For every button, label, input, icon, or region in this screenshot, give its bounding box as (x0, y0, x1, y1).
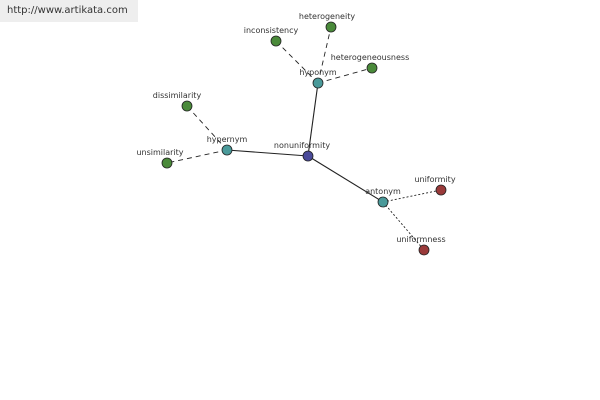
label-uniformness[interactable]: uniformness (396, 235, 445, 244)
node-heterogeneousness[interactable] (366, 62, 378, 74)
label-hypernym[interactable]: hypernym (207, 135, 248, 144)
label-heterogeneousness[interactable]: heterogeneousness (331, 53, 410, 62)
label-inconsistency[interactable]: inconsistency (244, 26, 299, 35)
node-nonuniformity[interactable] (302, 150, 314, 162)
label-heterogeneity[interactable]: heterogeneity (299, 12, 355, 21)
node-heterogeneity[interactable] (325, 21, 337, 33)
edge-hyponym-heterogeneity (317, 26, 332, 84)
edge-hypernym-unsimilarity (166, 149, 228, 164)
label-uniformity[interactable]: uniformity (414, 175, 455, 184)
node-antonym[interactable] (377, 196, 389, 208)
node-uniformness[interactable] (418, 244, 430, 256)
nodes-layer (161, 21, 447, 256)
label-nonuniformity[interactable]: nonuniformity (274, 141, 330, 150)
edge-hyponym-inconsistency (275, 40, 319, 84)
labels-layer: nonuniformity hyponym hypernym antonym heter… (136, 12, 455, 244)
source-link[interactable]: http://www.artikata.com (0, 0, 138, 22)
label-antonym[interactable]: antonym (365, 187, 401, 196)
node-uniformity[interactable] (435, 184, 447, 196)
label-dissimilarity[interactable]: dissimilarity (153, 91, 202, 100)
edge-nonuniformity-hypernym (226, 149, 309, 157)
node-hypernym[interactable] (221, 144, 233, 156)
edge-antonym-uniformity (382, 189, 442, 203)
node-inconsistency[interactable] (270, 35, 282, 47)
label-unsimilarity[interactable]: unsimilarity (136, 148, 183, 157)
edge-nonuniformity-hyponym (307, 82, 319, 157)
edge-hyponym-heterogeneousness (317, 67, 373, 84)
edge-antonym-uniformness (382, 201, 425, 251)
node-unsimilarity[interactable] (161, 157, 173, 169)
node-dissimilarity[interactable] (181, 100, 193, 112)
edges-layer (166, 26, 442, 251)
label-hyponym[interactable]: hyponym (299, 68, 337, 77)
node-hyponym[interactable] (312, 77, 324, 89)
edge-nonuniformity-antonym (307, 155, 384, 203)
edge-hypernym-dissimilarity (186, 105, 228, 151)
